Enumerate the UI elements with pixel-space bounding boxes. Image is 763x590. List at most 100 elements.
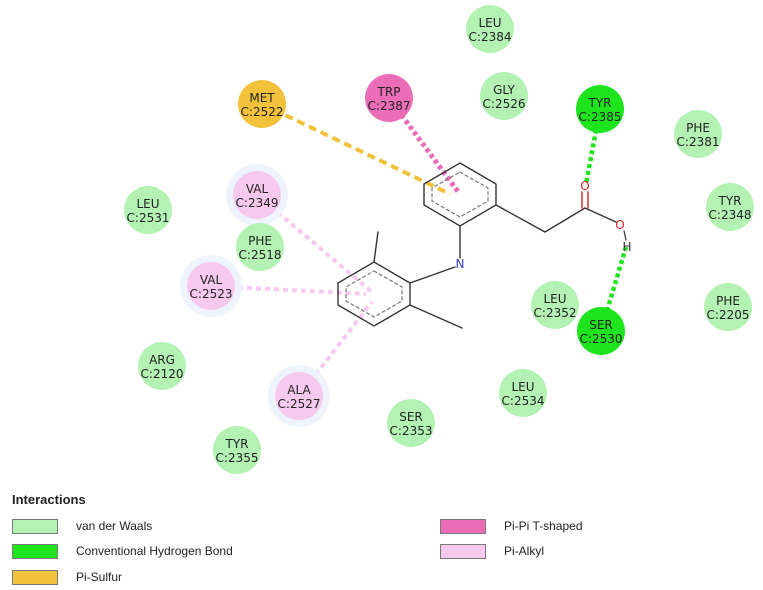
atom-o-carbonyl: O (580, 179, 589, 193)
residue-chain: C:2205 (707, 308, 750, 322)
residue-name: TYR (718, 194, 742, 208)
residue-chain: C:2531 (127, 211, 170, 225)
residue-name: MET (249, 91, 275, 105)
bond-ch2 (495, 204, 546, 233)
residue-chain: C:2381 (677, 135, 720, 149)
residue-disc (124, 186, 172, 234)
residue-disc (577, 307, 625, 355)
residue-name: PHE (686, 121, 710, 135)
bond-methyl-top (373, 231, 379, 263)
upper-ring-aromatic-inner (431, 171, 489, 218)
residue-disc (480, 72, 528, 120)
lower-benzene-ring (337, 261, 411, 327)
residue-chain: C:2384 (469, 30, 512, 44)
legend-item-pi-alkyl: Pi-Alkyl (440, 541, 544, 561)
legend-label-conventional-hydrogen-bond: Conventional Hydrogen Bond (76, 544, 233, 558)
bond-carboxyl (544, 207, 586, 233)
residue-disc (704, 283, 752, 331)
residue-name: ALA (287, 383, 311, 397)
residue-name: TYR (225, 437, 249, 451)
bond-o-h (623, 230, 627, 241)
interaction-diagram: N O O H LEUC:2384METC:2522TRPC:2387GLYC:… (124, 5, 754, 474)
legend-swatch-pi-alkyl (440, 543, 486, 559)
residue-disc (466, 5, 514, 53)
residue-name: PHE (248, 234, 272, 248)
legend-swatch-pi-sulfur (12, 569, 58, 585)
residue-chain: C:2518 (239, 248, 282, 262)
legend-item-van-der-waals: van der Waals (12, 516, 152, 536)
legend-item-pi-sulfur: Pi-Sulfur (12, 567, 122, 587)
interaction-line-met2522 (261, 102, 451, 196)
residue-chain: C:2523 (190, 287, 233, 301)
residue-disc (387, 399, 435, 447)
residue-disc (187, 262, 235, 310)
residue-chain: C:2353 (390, 424, 433, 438)
residue-chain: C:2534 (502, 394, 545, 408)
bond-methyl-bottom (409, 304, 463, 329)
atom-o-hydroxyl: O (615, 218, 624, 232)
residue-disc (576, 85, 624, 133)
bond-n-ring (409, 266, 456, 284)
legend-swatch-pi-pi-t-shaped (440, 518, 486, 534)
interaction-line-val2523 (210, 284, 367, 296)
residue-name: TRP (377, 85, 401, 99)
residue-chain: C:2385 (579, 110, 622, 124)
interactions-legend: Interactions van der Waals Conventional … (8, 492, 748, 587)
interaction-line-tyr2385 (583, 108, 603, 185)
residue-name: SER (399, 410, 423, 424)
residue-disc (238, 80, 286, 128)
residue-chain: C:2387 (368, 99, 411, 113)
legend-label-pi-pi-t-shaped: Pi-Pi T-shaped (504, 519, 583, 533)
atom-labels: N O O H (456, 179, 632, 271)
legend-title: Interactions (12, 492, 86, 507)
residue-name: VAL (200, 273, 223, 287)
interaction-line-val2349 (255, 193, 374, 294)
residue-disc (275, 372, 323, 420)
residue-chain: C:2352 (534, 306, 577, 320)
residue-disc (706, 183, 754, 231)
residue-name: GLY (493, 83, 515, 97)
legend-label-pi-sulfur: Pi-Sulfur (76, 570, 123, 584)
residue-chain: C:2530 (580, 332, 623, 346)
legend-item-conventional-hydrogen-bond: Conventional Hydrogen Bond (12, 541, 233, 561)
residue-name: LEU (478, 16, 501, 30)
residue-name: LEU (543, 292, 566, 306)
residue-chain: C:2526 (483, 97, 526, 111)
residue-chain: C:2522 (241, 105, 284, 119)
residue-chain: C:2355 (216, 451, 259, 465)
legend-item-pi-pi-t-shaped: Pi-Pi T-shaped (440, 516, 583, 536)
residue-name: VAL (246, 182, 269, 196)
lower-ring-aromatic-inner (345, 270, 403, 318)
residue-chain: C:2349 (236, 196, 279, 210)
atom-n: N (456, 257, 465, 271)
residue-disc (531, 281, 579, 329)
residue-name: SER (589, 318, 613, 332)
residue-chain: C:2527 (278, 397, 321, 411)
residue-name: LEU (136, 197, 159, 211)
residue-disc (138, 342, 186, 390)
residue-disc (499, 369, 547, 417)
legend-label-pi-alkyl: Pi-Alkyl (504, 544, 545, 558)
residue-name: ARG (149, 353, 175, 367)
residue-disc (365, 74, 413, 122)
bond-c-oh (584, 207, 617, 223)
interaction-line-trp2387 (386, 96, 462, 195)
residue-disc (674, 110, 722, 158)
residue-disc (233, 171, 281, 219)
residue-chain: C:2348 (709, 208, 752, 222)
